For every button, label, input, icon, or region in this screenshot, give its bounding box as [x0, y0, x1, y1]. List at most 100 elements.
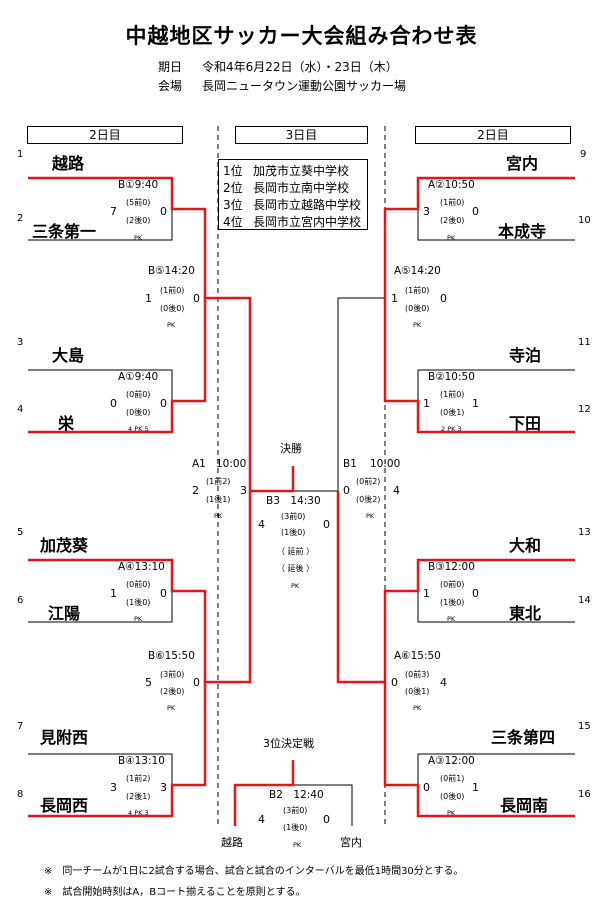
pk: PK [413, 321, 422, 329]
half-2: (0後0) [126, 408, 151, 417]
pk: PK [167, 704, 176, 712]
match-label: B⑤14:20 [148, 265, 195, 277]
half-1: (1前2) [126, 774, 151, 783]
half-1: (1前0) [440, 390, 465, 399]
match-label: A⑥15:50 [394, 650, 441, 662]
pk: PK [134, 615, 143, 623]
third-team-left: 越路 [221, 836, 243, 849]
team-name: 加茂葵 [40, 536, 89, 555]
rank-1-label: 1位 [223, 164, 243, 178]
team-num: 10 [578, 215, 591, 226]
score-1: 0 [110, 397, 117, 410]
score-2: 3 [160, 781, 167, 794]
team-num: 6 [17, 595, 24, 606]
header-right-day2: 2日目 [415, 126, 571, 144]
score-1: 1 [391, 292, 398, 305]
team-num: 7 [17, 721, 24, 732]
score-2: 0 [193, 676, 200, 689]
half-2: (0後0) [160, 304, 185, 313]
team-num: 13 [578, 527, 591, 538]
team-name: 栄 [58, 414, 75, 433]
match-label: B③12:00 [428, 561, 475, 573]
score-2: 0 [323, 518, 330, 531]
team-name: 長岡西 [40, 796, 89, 815]
note-2: ※ 試合開始時刻はA，Bコート揃えることを原則とする。 [44, 887, 306, 898]
page-title: 中越地区サッカー大会組み合わせ表 [125, 24, 478, 48]
team-num: 4 [17, 404, 24, 415]
score-1: 4 [258, 813, 265, 826]
score-2: 0 [472, 205, 479, 218]
team-num: 15 [578, 721, 591, 732]
rank-2-school: 長岡市立南中学校 [253, 181, 350, 195]
score-2: 0 [193, 292, 200, 305]
pk: 4 PK 3 [128, 809, 149, 817]
pk: PK [447, 234, 456, 242]
team-name: 三条第四 [491, 728, 556, 747]
team-num: 3 [17, 337, 24, 348]
note-1: ※ 同一チームが1日に2試合する場合、試合と試合のインターバルを最低1時間30分… [44, 866, 464, 877]
match-label: B3 14:30 [266, 495, 321, 507]
half-2: (0後0) [405, 304, 430, 313]
score-1: 5 [145, 676, 152, 689]
half-1: (3前0) [283, 806, 308, 815]
score-2: 0 [323, 813, 330, 826]
venue-label: 会場 [158, 79, 183, 93]
score-2: 0 [472, 587, 479, 600]
score-1: 4 [258, 518, 265, 531]
rank-4-label: 4位 [223, 215, 243, 229]
half-2: (2後0) [160, 687, 185, 696]
match-label: B⑥15:50 [148, 650, 195, 662]
half-2: (2後1) [126, 792, 151, 801]
team-num: 14 [578, 595, 591, 606]
half-2: (2後0) [440, 216, 465, 225]
half-2: (1後0) [283, 823, 308, 832]
match-label: B②10:50 [428, 371, 475, 383]
score-1: 7 [110, 205, 117, 218]
ranking-box: 1位 加茂市立葵中学校 2位 長岡市立南中学校 3位 長岡市立越路中学校 4位 … [218, 159, 368, 230]
pk: PK [214, 512, 223, 520]
pk: PK [366, 512, 375, 520]
half-1: (1前0) [440, 198, 465, 207]
match-label: B①9:40 [118, 179, 159, 191]
half-1: (0前3) [405, 670, 430, 679]
team-name: 寺泊 [509, 346, 542, 365]
half-1: (5前0) [126, 198, 151, 207]
third-team-right: 宮内 [340, 836, 362, 849]
score-2: 3 [240, 484, 247, 497]
team-num: 1 [17, 149, 24, 160]
score-2: 0 [440, 292, 447, 305]
team-name: 長岡南 [500, 796, 549, 815]
half-2: (0後2) [356, 495, 381, 504]
pk: PK [293, 841, 302, 849]
score-2: 0 [160, 587, 167, 600]
team-name: 本成寺 [498, 222, 547, 241]
score-1: 1 [423, 587, 430, 600]
rank-3-school: 長岡市立越路中学校 [253, 198, 362, 212]
team-num: 5 [17, 527, 24, 538]
score-1: 1 [423, 397, 430, 410]
team-name: 東北 [509, 604, 542, 623]
score-1: 0 [423, 781, 430, 794]
team-num: 12 [578, 404, 591, 415]
pk: PK [447, 809, 456, 817]
pk: PK [413, 704, 422, 712]
date-label: 期日 [158, 60, 183, 74]
half-1: (0前2) [356, 477, 381, 486]
extra-time-1: （ 延前 ） [277, 547, 315, 556]
half-1: (0前0) [126, 580, 151, 589]
rank-1-school: 加茂市立葵中学校 [253, 164, 350, 178]
half-1: (0前0) [126, 390, 151, 399]
venue-value: 長岡ニュータウン運動公園サッカー場 [202, 79, 407, 93]
match-label: A②10:50 [428, 179, 475, 191]
team-num: 9 [580, 149, 587, 160]
match-label: B1 [343, 458, 357, 470]
half-2: (0後1) [405, 687, 430, 696]
final-title: 決勝 [280, 442, 302, 455]
half-2: (1後0) [440, 598, 465, 607]
score-1: 0 [343, 484, 350, 497]
team-num: 11 [578, 337, 591, 348]
team-name: 下田 [509, 414, 542, 433]
match-label: B2 12:40 [269, 789, 324, 801]
score-1: 0 [391, 676, 398, 689]
match-time: 10:00 [216, 458, 247, 470]
